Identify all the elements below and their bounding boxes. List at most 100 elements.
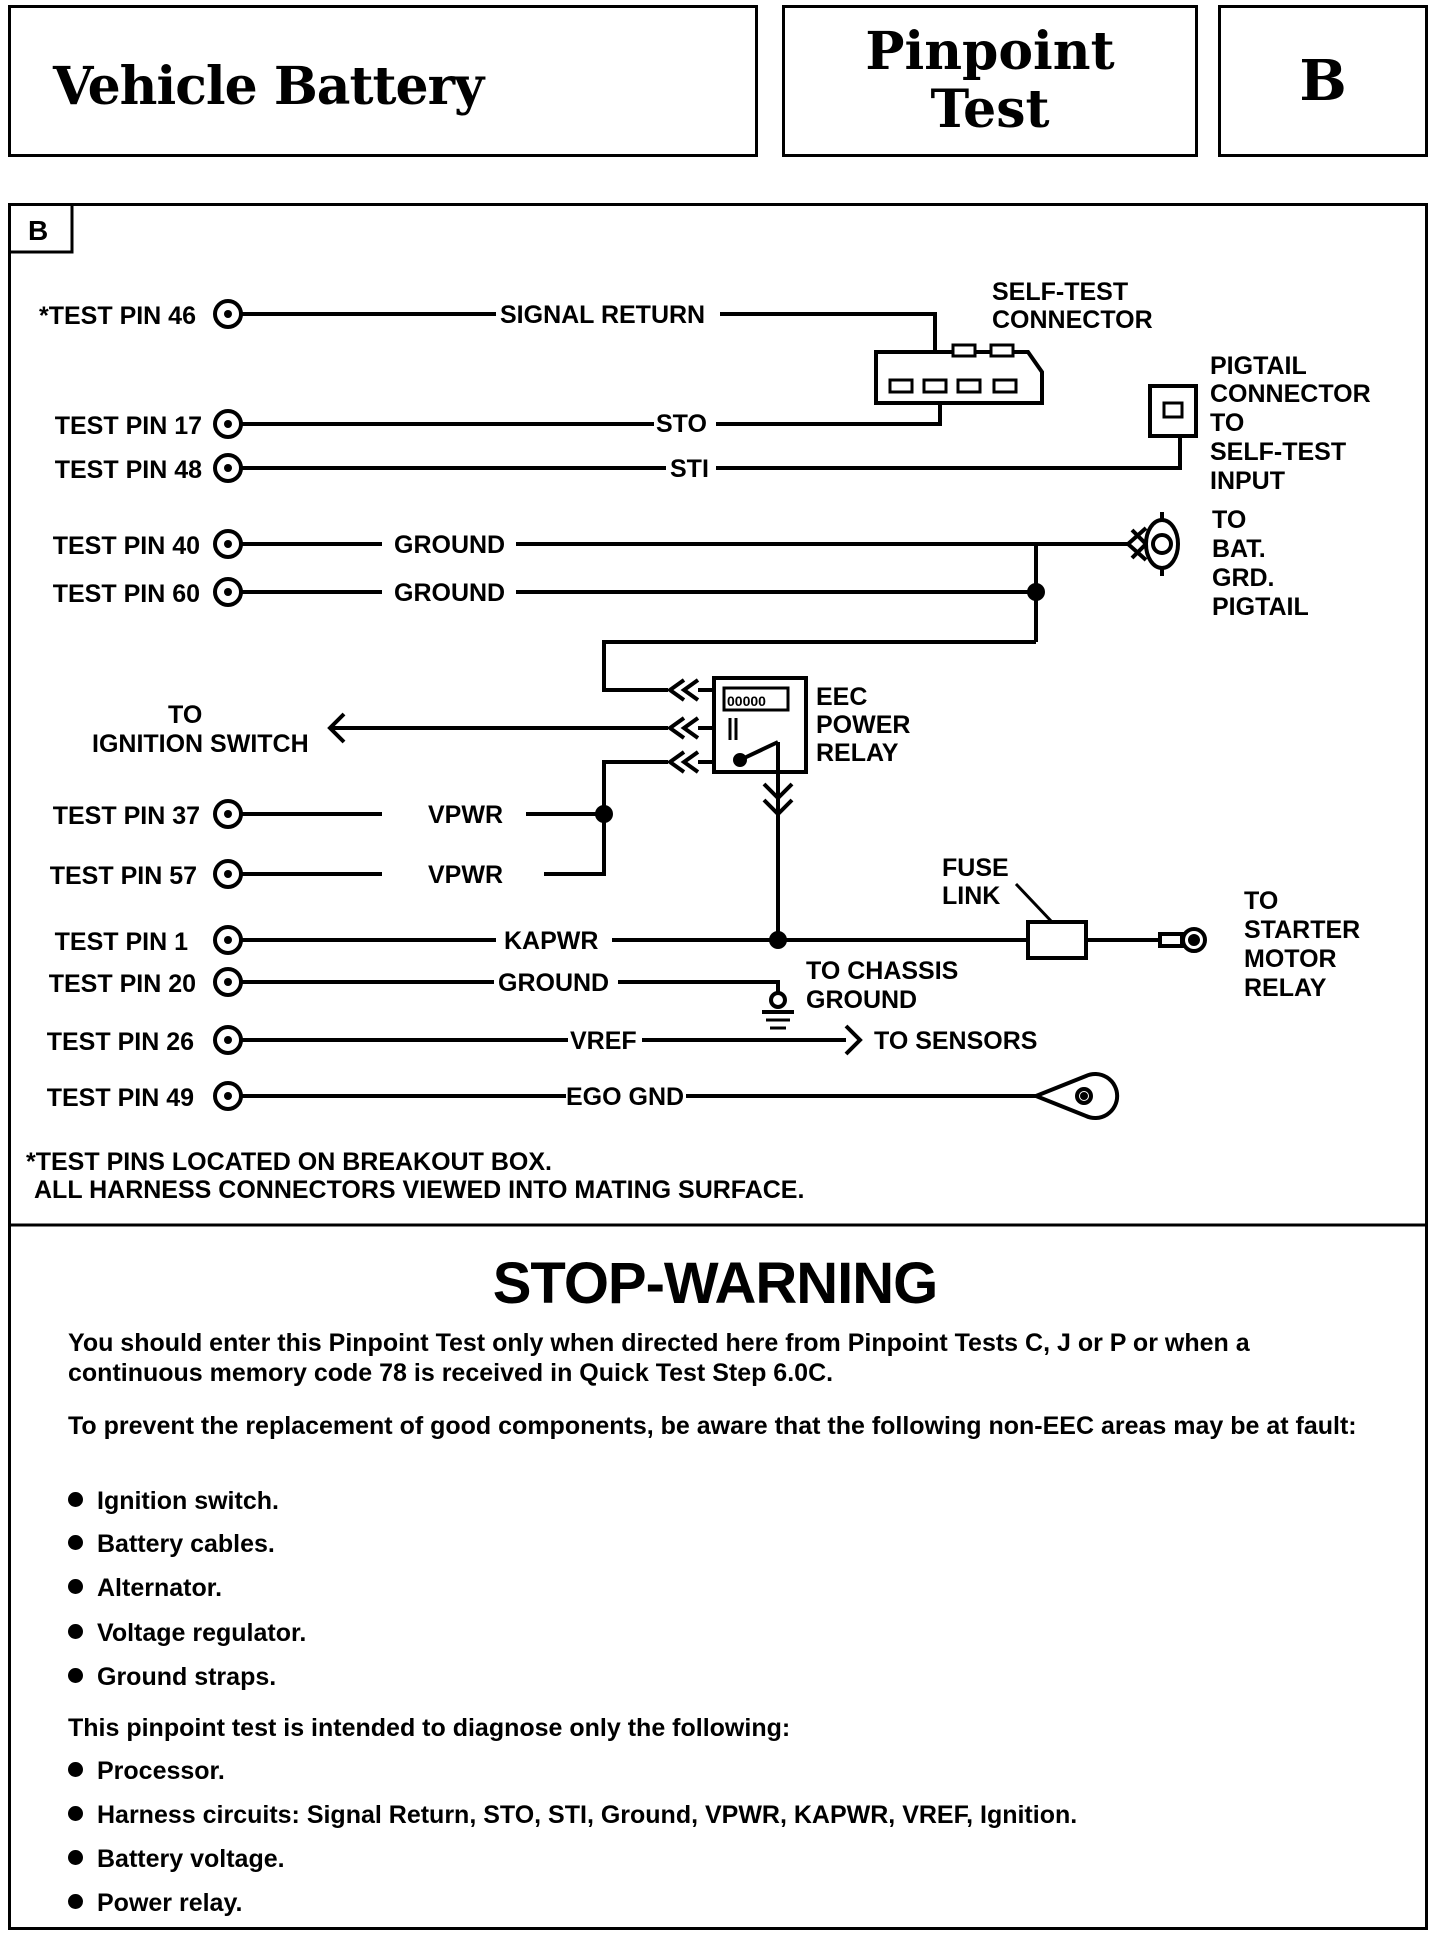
battery-ground-pigtail-icon [1124,512,1180,576]
bullet-icon [68,1850,83,1865]
relay-coil-label: 00000 [727,693,766,709]
fuse-label-2: LINK [942,882,1000,910]
ego-ground-terminal-icon [1030,1072,1120,1120]
sensors-arrow-icon [844,1024,863,1056]
pigtail-label-1: PIGTAIL [1210,352,1307,380]
starter-label-2: STARTER [1244,916,1360,944]
bullet-icon [68,1894,83,1909]
vref-label: VREF [570,1027,637,1055]
diagnose-item: Battery voltage. [68,1845,285,1874]
pinpoint-test-box: Pinpoint Test [782,5,1198,157]
non-eec-item: Battery cables. [68,1530,275,1559]
bat-label-1: TO [1212,506,1246,534]
pin-57-label: TEST PIN 57 [50,862,197,890]
pin-48-label: TEST PIN 48 [55,456,202,484]
pin-symbols [213,299,243,1111]
sti-label: STI [670,455,709,483]
bat-label-3: GRD. [1212,564,1275,592]
pin-49-label: TEST PIN 49 [47,1084,194,1112]
pin-20-icon [213,967,243,997]
warning-paragraph-3: This pinpoint test is intended to diagno… [68,1714,791,1742]
vpwr-37-label: VPWR [428,801,503,829]
note-line-2: ALL HARNESS CONNECTORS VIEWED INTO MATIN… [34,1176,804,1204]
page-title: Vehicle Battery [53,56,484,117]
ignition-label-2: IGNITION SWITCH [92,730,309,758]
pin-17-label: TEST PIN 17 [55,412,202,440]
vpwr-junction-dot [595,805,613,823]
relay-label-1: EEC [816,683,867,711]
starter-label-3: MOTOR [1244,945,1337,973]
pin-57-icon [213,859,243,889]
pin-37-icon [213,799,243,829]
ignition-label-1: TO [168,701,202,729]
self-test-connector-icon [874,343,1044,405]
wiring-diagram: B *TEST PIN 46 TEST PIN 17 TEST PIN 48 T… [8,206,1428,1227]
title-box: Vehicle Battery [8,5,758,157]
pin-46-icon [213,299,243,329]
eec-power-relay-icon: 00000 [666,676,808,817]
pin-46-label: *TEST PIN 46 [39,302,196,330]
pin-40-label: TEST PIN 40 [53,532,200,560]
bullet-icon [68,1668,83,1683]
fuse-link-icon [1014,882,1088,960]
pin-1-icon [213,925,243,955]
bat-label-4: PIGTAIL [1212,593,1309,621]
non-eec-item: Alternator. [68,1574,222,1603]
chassis-ground-icon [762,991,794,1030]
chassis-label-2: GROUND [806,986,917,1014]
bullet-icon [68,1624,83,1639]
ground-junction-dot [1027,583,1045,601]
pin-26-icon [213,1025,243,1055]
pigtail-label-5: INPUT [1210,467,1285,495]
diagnose-item: Power relay. [68,1889,242,1918]
relay-label-2: POWER [816,711,910,739]
ground-60-label: GROUND [394,579,505,607]
pin-1-label: TEST PIN 1 [55,928,188,956]
chassis-label-1: TO CHASSIS [806,957,958,985]
pin-40-icon [213,529,243,559]
starter-terminal-icon [1158,927,1207,953]
pigtail-label-3: TO [1210,409,1244,437]
pin-49-icon [213,1081,243,1111]
bullet-icon [68,1806,83,1821]
warning-paragraph-2: To prevent the replacement of good compo… [68,1412,1357,1440]
test-id: B [1299,48,1347,114]
relay-label-3: RELAY [816,739,899,767]
signal-return-label: SIGNAL RETURN [500,301,705,329]
pin-48-icon [213,453,243,483]
non-eec-item: Voltage regulator. [68,1619,306,1648]
warning-title: STOP-WARNING [492,1251,939,1316]
pin-60-icon [213,577,243,607]
wires [241,312,1182,1098]
warning-paragraph-1: You should enter this Pinpoint Test only… [68,1329,1250,1387]
non-eec-item: Ground straps. [68,1663,276,1692]
test-label-line2: Test [930,79,1050,140]
self-test-label-2: CONNECTOR [992,306,1153,334]
pin-26-label: TEST PIN 26 [47,1028,194,1056]
diagram-corner-label: B [28,215,48,246]
sto-label: STO [656,410,707,438]
starter-label-1: TO [1244,887,1278,915]
vpwr-57-label: VPWR [428,861,503,889]
ground-40-label: GROUND [394,531,505,559]
bullet-icon [68,1762,83,1777]
pin-60-label: TEST PIN 60 [53,580,200,608]
ground-20-label: GROUND [498,969,609,997]
main-frame [8,203,1428,1930]
ego-gnd-label: EGO GND [566,1083,684,1111]
non-eec-item: Ignition switch. [68,1487,279,1516]
pin-20-label: TEST PIN 20 [49,970,196,998]
bullet-icon [68,1492,83,1507]
test-label-line1: Pinpoint [865,21,1115,82]
pigtail-connector-icon [1148,384,1198,438]
diagnose-item: Processor. [68,1757,225,1786]
pin-17-icon [213,409,243,439]
kapwr-label: KAPWR [504,927,598,955]
fuse-label-1: FUSE [942,854,1009,882]
starter-label-4: RELAY [1244,974,1327,1002]
bullet-icon [68,1535,83,1550]
sensors-label: TO SENSORS [874,1027,1037,1055]
bat-label-2: BAT. [1212,535,1266,563]
test-id-box: B [1218,5,1428,157]
kapwr-junction-dot [769,931,787,949]
